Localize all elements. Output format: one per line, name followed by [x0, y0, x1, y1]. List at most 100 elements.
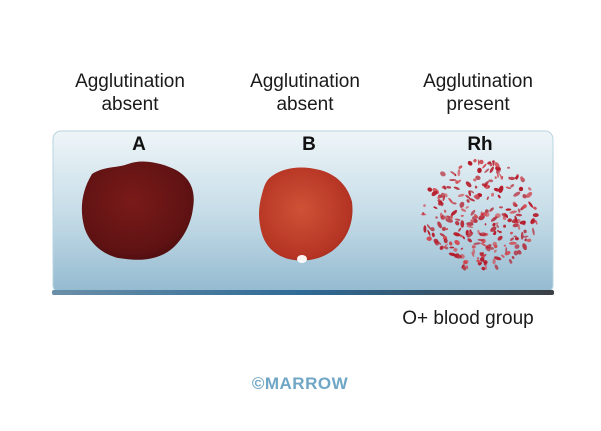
- clump: [528, 201, 534, 208]
- clump: [527, 187, 532, 191]
- clump: [465, 229, 469, 236]
- clump: [490, 226, 497, 232]
- clump: [478, 193, 483, 197]
- label-well-rh: Agglutination present: [388, 70, 568, 116]
- clump: [441, 226, 447, 232]
- clump: [477, 238, 484, 242]
- clump: [514, 176, 519, 179]
- clump: [517, 208, 521, 213]
- clump: [479, 257, 485, 262]
- clump: [493, 187, 500, 192]
- clump: [473, 178, 477, 182]
- clump: [507, 218, 512, 223]
- clump: [485, 244, 492, 249]
- blood-group-caption: O+ blood group: [402, 308, 534, 329]
- clump: [517, 249, 522, 255]
- clump: [460, 214, 464, 217]
- clump: [511, 256, 515, 259]
- clump: [515, 213, 523, 217]
- clump: [475, 175, 481, 181]
- rh-agglutination-clumps: [420, 159, 539, 271]
- clump: [489, 162, 493, 167]
- clump: [497, 194, 501, 199]
- label-line2: present: [446, 94, 510, 115]
- clump: [440, 202, 444, 207]
- clump: [535, 219, 538, 225]
- clump: [479, 159, 484, 165]
- clump: [460, 208, 467, 212]
- clump: [465, 265, 469, 270]
- clump: [477, 159, 480, 166]
- clump: [509, 176, 515, 181]
- clump: [482, 163, 487, 169]
- clump: [466, 199, 470, 203]
- clump: [484, 168, 490, 173]
- clump: [499, 206, 503, 209]
- clump: [476, 259, 481, 263]
- clump: [471, 245, 476, 249]
- drop-b-blood: [259, 167, 353, 261]
- clump: [512, 223, 519, 228]
- clump: [498, 185, 504, 193]
- clump: [514, 215, 518, 224]
- clump: [443, 209, 447, 213]
- clump: [514, 244, 520, 249]
- clump: [435, 216, 438, 219]
- clump: [501, 213, 509, 218]
- clump: [488, 179, 494, 183]
- clump: [466, 222, 474, 226]
- clump: [496, 172, 499, 178]
- clump: [512, 201, 516, 205]
- clump: [495, 222, 499, 225]
- clump: [530, 218, 535, 224]
- clump: [446, 228, 449, 231]
- clump: [480, 242, 487, 247]
- clump: [490, 216, 498, 222]
- clump: [526, 191, 533, 198]
- clump: [499, 173, 503, 180]
- clump: [426, 236, 432, 242]
- clump: [453, 232, 461, 237]
- clump: [473, 194, 480, 199]
- clump: [451, 209, 458, 216]
- slide-drawing: [52, 130, 554, 295]
- clump: [509, 210, 518, 214]
- clump: [480, 211, 483, 217]
- clump: [489, 166, 494, 174]
- clump: [495, 166, 501, 171]
- label-well-a: Agglutination absent: [40, 70, 220, 116]
- clump: [449, 215, 453, 220]
- clump: [519, 220, 526, 225]
- well-label-rh: Rh: [467, 134, 493, 155]
- clump: [460, 220, 465, 228]
- label-line1: Agglutination: [250, 71, 360, 92]
- clump: [460, 247, 464, 250]
- clump: [462, 259, 469, 265]
- clump: [513, 191, 521, 197]
- clump: [508, 259, 513, 264]
- clump: [449, 179, 457, 181]
- clump: [510, 184, 515, 188]
- drop-a-blood: [81, 161, 194, 260]
- clump: [468, 190, 472, 197]
- clump: [453, 247, 458, 252]
- marrow-logo: ©MARROW: [251, 374, 349, 393]
- clump: [461, 264, 467, 271]
- clump: [522, 243, 527, 251]
- clump: [449, 246, 455, 249]
- label-line2: absent: [101, 94, 159, 115]
- clump: [484, 212, 490, 217]
- clump: [488, 185, 490, 189]
- clump: [454, 218, 461, 221]
- clump: [497, 235, 503, 241]
- clump: [440, 215, 446, 220]
- clump: [524, 238, 527, 242]
- clump: [431, 232, 435, 238]
- clump: [488, 246, 495, 250]
- clump: [477, 167, 482, 174]
- clump: [459, 201, 465, 208]
- clump: [455, 254, 462, 259]
- clump: [449, 242, 453, 246]
- clump: [472, 248, 476, 254]
- clump: [431, 190, 438, 197]
